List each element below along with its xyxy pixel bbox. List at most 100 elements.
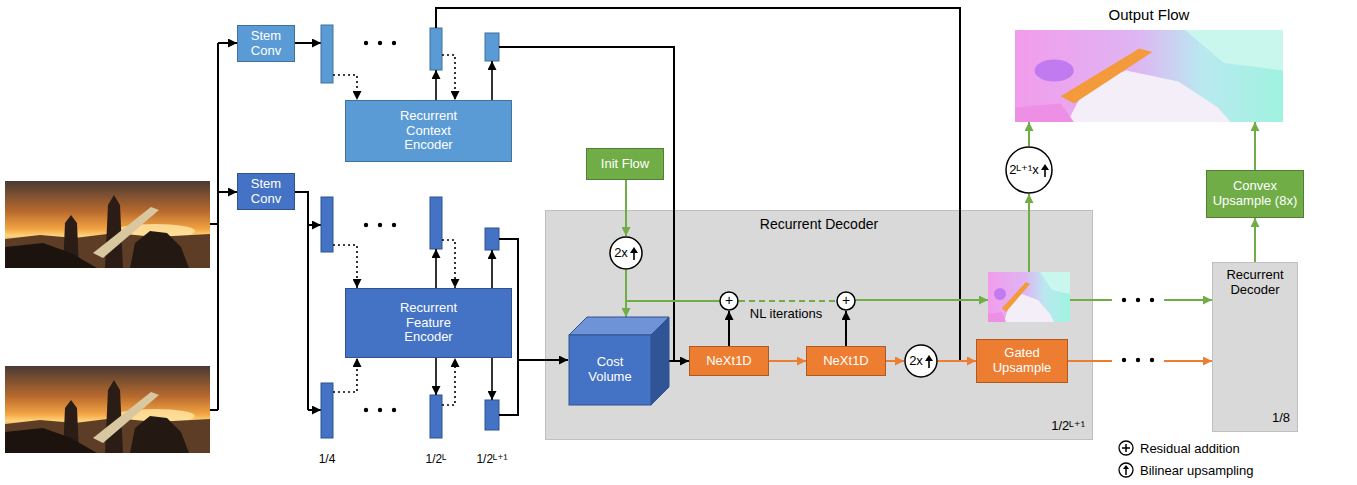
input-wires xyxy=(308,224,321,226)
circle-outline xyxy=(837,292,855,310)
flow-wires xyxy=(1028,194,1030,272)
iteration-label: NL iterations xyxy=(750,306,823,321)
init-flow-box: Init Flow xyxy=(586,148,664,180)
gated-upsample-box: Gated Upsample xyxy=(976,339,1068,383)
feature-encoder-box: Recurrent Feature Encoder xyxy=(345,288,512,358)
ellipsis-dots xyxy=(364,41,368,45)
input-wires xyxy=(210,409,218,411)
connector-arrow xyxy=(769,360,806,362)
stem-conv-box: Stem Conv xyxy=(237,173,295,210)
legend-row: Residual addition xyxy=(1118,440,1240,456)
legend-symbol xyxy=(1118,440,1134,456)
input-wires xyxy=(218,191,237,193)
node-content: Recurrent Decoder1/8 xyxy=(1213,263,1297,431)
node-content: Init Flow xyxy=(587,149,663,179)
ellipsis-dots xyxy=(1136,298,1140,302)
encoder-wires xyxy=(442,240,455,288)
node-label: + xyxy=(725,293,733,308)
ellipsis-dots xyxy=(1122,298,1126,302)
scale-label: 1/4 xyxy=(319,452,336,466)
legend-row: Bilinear upsampling xyxy=(1118,462,1253,478)
node-label: Recurrent Decoder xyxy=(760,216,878,232)
upsample-arrow-symbol xyxy=(630,247,638,253)
output-flow-panel: Output Flow xyxy=(1015,6,1283,122)
node-content: Gated Upsample xyxy=(977,340,1067,382)
upsample-arrow-symbol xyxy=(1041,164,1049,177)
upsample-arrow-symbol xyxy=(630,247,638,260)
upsample-arrow-symbol xyxy=(925,355,933,368)
circle-outline xyxy=(1006,147,1052,193)
residual-add-circle: + xyxy=(719,291,739,311)
input-frame-image xyxy=(5,366,210,453)
encoder-wires xyxy=(442,358,455,405)
scale-label: 1/2ᴸ⁺¹ xyxy=(476,452,507,466)
context-feature-maps xyxy=(321,25,333,83)
encoder-wires xyxy=(333,245,357,288)
encoder-wires xyxy=(435,358,437,395)
node-label: Convex Upsample (8x) xyxy=(1211,179,1299,209)
legend-symbol xyxy=(1119,463,1133,477)
node-content: 2x xyxy=(609,236,643,270)
node-label: Stem Conv xyxy=(243,29,289,59)
node-content: Output Flow xyxy=(1015,6,1283,122)
decoder-panel: 2xCost Volume++NeXt1DNeXt1D2xGated Upsam… xyxy=(545,210,1093,440)
scale-label: 1/2ᴸ xyxy=(426,452,447,466)
up-arrow-symbol xyxy=(1123,465,1129,469)
node-label: Cost Volume xyxy=(579,355,641,385)
node-content: Cost Volume xyxy=(569,335,651,405)
node-label: NeXt1D xyxy=(823,354,869,369)
circle-outline xyxy=(610,237,642,269)
input-wires xyxy=(210,223,218,225)
upsample-circle: 2x xyxy=(904,344,938,378)
cost-volume-cube: Cost Volume xyxy=(569,317,669,405)
node-label: Output Flow xyxy=(1109,6,1190,23)
legend-text: Bilinear upsampling xyxy=(1140,463,1253,478)
node-label: NeXt1D xyxy=(706,354,752,369)
intermediate-flow-image xyxy=(988,272,1070,322)
cube-side-face xyxy=(651,317,669,405)
encoder-wires xyxy=(442,55,455,100)
connector-arrow xyxy=(938,360,976,362)
context-feature-maps xyxy=(321,25,499,83)
node-content: Stem Conv xyxy=(238,26,294,61)
node-label: Init Flow xyxy=(601,157,649,172)
connector-arrow xyxy=(845,311,847,346)
input-wires xyxy=(210,43,321,410)
stem-conv-box: Stem Conv xyxy=(237,25,295,62)
ellipsis-patch xyxy=(1112,294,1164,306)
input-frame-image xyxy=(5,181,210,268)
context-feature-maps xyxy=(485,33,499,61)
plus-symbol xyxy=(1122,444,1130,452)
context-encoder-box: Recurrent Context Encoder xyxy=(345,100,512,162)
connector-arrow xyxy=(625,180,627,236)
input-wires xyxy=(218,42,237,44)
connector-arrow xyxy=(886,360,904,362)
scale-label: 1/2ᴸ⁺¹ xyxy=(1051,419,1085,434)
node-label: Gated Upsample xyxy=(986,346,1058,376)
node-content: NeXt1D xyxy=(807,347,885,375)
connector-arrow xyxy=(1028,122,1030,146)
encoder-wires xyxy=(333,75,357,100)
residual-add-circle: + xyxy=(836,291,856,311)
input-wires xyxy=(217,43,219,410)
feature-maps xyxy=(485,400,499,430)
legend-symbol xyxy=(1119,441,1133,455)
feature-maps xyxy=(430,197,442,249)
text-label: NL iterations xyxy=(750,306,823,321)
ellipsis-dots xyxy=(364,408,368,412)
ellipsis-dots xyxy=(1150,358,1154,362)
circle-outline xyxy=(720,292,738,310)
node-label: 2ᴸ⁺¹x xyxy=(1009,163,1039,177)
next1d-box: NeXt1D xyxy=(806,346,886,376)
convex-upsample-box: Convex Upsample (8x) xyxy=(1206,170,1304,218)
ellipsis-dots xyxy=(378,408,382,412)
ellipsis-dots xyxy=(1122,358,1126,362)
ellipsis-dots xyxy=(378,41,382,45)
encoder-wires xyxy=(435,249,437,288)
context-feature-maps xyxy=(430,28,442,70)
legend-text: Residual addition xyxy=(1140,441,1240,456)
ellipsis-dots xyxy=(1150,298,1154,302)
connector-arrow xyxy=(728,311,730,346)
